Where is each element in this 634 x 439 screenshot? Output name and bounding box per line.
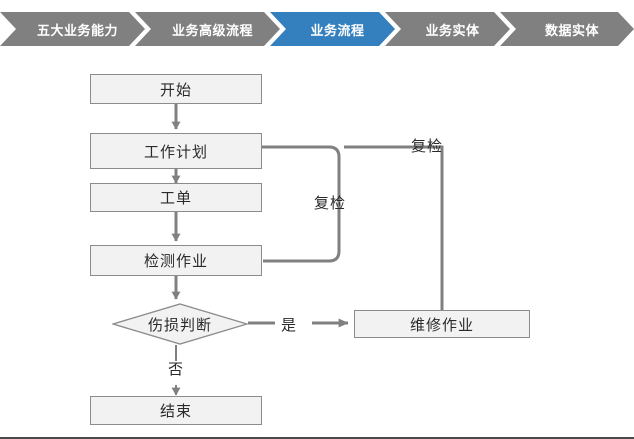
breadcrumb-item-business-entity[interactable]: 业务实体 [385,12,510,46]
node-work-order-label: 工单 [159,189,192,207]
node-inspection-label: 检测作业 [143,252,208,270]
connector-repair-recheck-to-work-plan [344,145,444,310]
node-inspection[interactable]: 检测作业 [90,245,262,276]
breadcrumb-item-label: 五大业务能力 [36,23,118,39]
edge-label-yes: 是 [281,316,298,334]
node-repair-label: 维修作业 [409,315,474,334]
node-work-plan[interactable]: 工作计划 [90,133,262,169]
edge-label-recheck-inner: 复检 [314,194,347,212]
edge-label-no: 否 [168,360,185,378]
node-damage-decision[interactable]: 伤损判断 [112,303,248,345]
node-start[interactable]: 开始 [90,74,262,104]
breadcrumb-item-business-process[interactable]: 业务流程 [270,12,395,46]
breadcrumb-item-data-entity[interactable]: 数据实体 [500,12,634,46]
breadcrumb: 五大业务能力 业务高级流程 业务流程 业务实体 数据实体 [0,12,634,46]
node-damage-decision-label: 伤损判断 [147,315,212,334]
node-start-label: 开始 [159,80,192,99]
diamond-shape-icon [112,303,248,345]
node-repair[interactable]: 维修作业 [354,310,530,338]
breadcrumb-item-capabilities[interactable]: 五大业务能力 [0,12,145,46]
breadcrumb-item-label: 业务高级流程 [171,23,253,39]
breadcrumb-item-label: 业务流程 [310,23,365,39]
node-work-order[interactable]: 工单 [90,183,262,212]
edge-label-recheck-outer: 复检 [411,137,444,155]
node-end-label: 结束 [159,402,192,420]
node-work-plan-label: 工作计划 [143,142,208,161]
breadcrumb-item-label: 业务实体 [425,23,480,39]
node-end[interactable]: 结束 [90,396,262,425]
breadcrumb-item-high-level-process[interactable]: 业务高级流程 [135,12,280,46]
breadcrumb-item-label: 数据实体 [544,23,599,39]
